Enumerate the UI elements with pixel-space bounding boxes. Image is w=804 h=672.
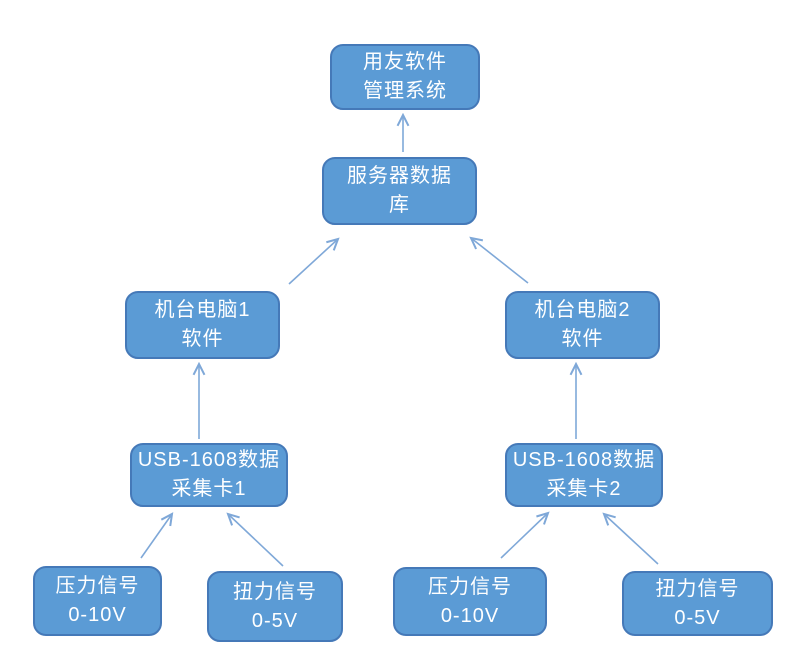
node-label: 0-10V <box>440 604 500 627</box>
node-label: 软件 <box>181 328 224 350</box>
node-server-database: 服务器数据 库 <box>322 157 477 225</box>
arrow-torque1-to-usb1 <box>228 514 284 567</box>
node-label: 采集卡1 <box>171 478 247 500</box>
arrow-machine2-to-serverdb <box>471 238 529 284</box>
node-ufida-management-system: 用友软件 管理系统 <box>330 44 480 110</box>
node-pressure-signal-2: 压力信号 0-10V <box>393 567 547 636</box>
node-machine-computer-1: 机台电脑1 软件 <box>125 291 280 359</box>
node-label: 管理系统 <box>363 80 447 102</box>
arrow-pressure2-to-usb2 <box>500 513 548 559</box>
node-label: 软件 <box>561 328 604 350</box>
node-label: 压力信号 <box>428 575 512 598</box>
node-label: USB-1608数据 <box>137 449 281 471</box>
node-torque-signal-2: 扭力信号 0-5V <box>622 571 773 636</box>
arrow-machine1-to-serverdb <box>288 239 338 285</box>
node-label: 扭力信号 <box>655 577 740 600</box>
node-label: 机台电脑1 <box>154 299 251 321</box>
node-label: 用友软件 <box>363 51 447 73</box>
node-label: 0-5V <box>251 609 299 632</box>
node-label: 机台电脑2 <box>534 299 631 321</box>
node-torque-signal-1: 扭力信号 0-5V <box>207 571 343 642</box>
node-pressure-signal-1: 压力信号 0-10V <box>33 566 162 636</box>
arrow-torque2-to-usb2 <box>604 514 659 565</box>
node-label: 压力信号 <box>55 575 140 597</box>
node-label: 0-5V <box>674 606 721 629</box>
node-label: USB-1608数据 <box>512 449 656 471</box>
node-label: 扭力信号 <box>233 580 317 603</box>
node-machine-computer-2: 机台电脑2 软件 <box>505 291 660 359</box>
node-usb-1608-card-1: USB-1608数据 采集卡1 <box>130 443 288 507</box>
node-label: 服务器数据 <box>347 165 452 187</box>
node-label: 0-10V <box>68 604 127 626</box>
node-label: 采集卡2 <box>546 478 622 500</box>
arrow-pressure1-to-usb1 <box>140 514 172 559</box>
node-usb-1608-card-2: USB-1608数据 采集卡2 <box>505 443 663 507</box>
node-label: 库 <box>389 194 410 216</box>
